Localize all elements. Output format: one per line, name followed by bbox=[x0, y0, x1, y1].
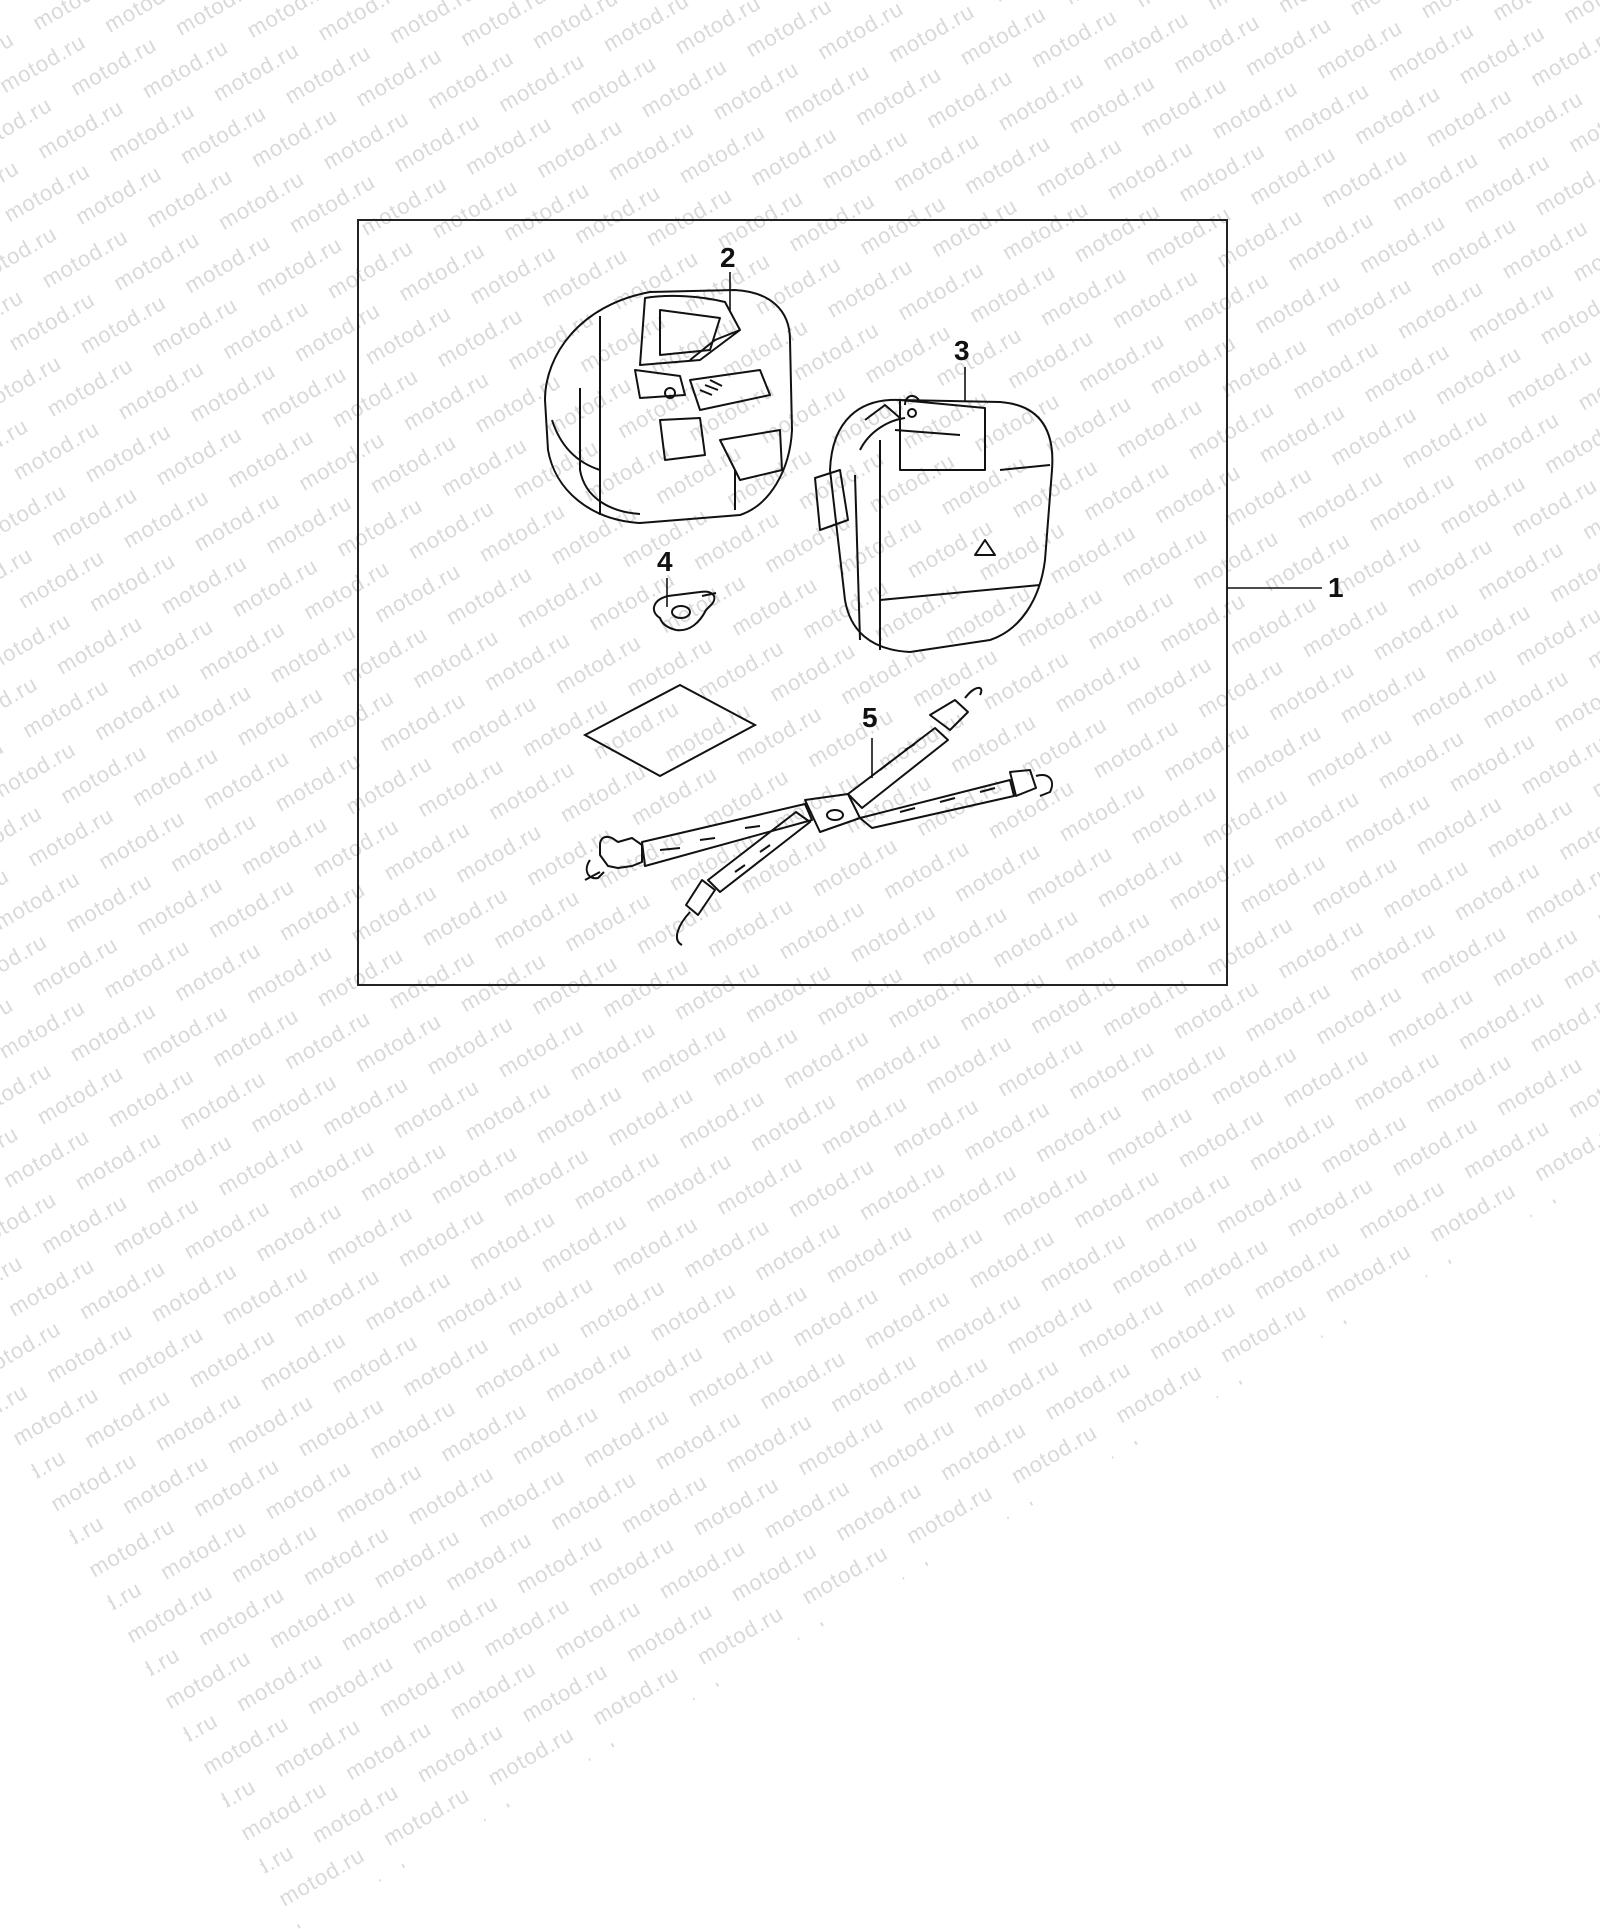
case-right-drawing bbox=[814, 394, 1054, 653]
case-left-drawing bbox=[544, 289, 793, 524]
kit-frame bbox=[357, 219, 1228, 986]
instruction-sheet-drawing bbox=[582, 683, 758, 778]
parts-diagram bbox=[357, 219, 1322, 986]
callout-3: 3 bbox=[954, 335, 970, 366]
callout-2: 2 bbox=[720, 242, 736, 273]
strap-set-drawing bbox=[584, 686, 1054, 946]
lock-washer-drawing bbox=[652, 590, 717, 632]
callout-4: 4 bbox=[657, 546, 673, 577]
callout-5: 5 bbox=[862, 702, 878, 733]
callout-1: 1 bbox=[1328, 572, 1344, 603]
